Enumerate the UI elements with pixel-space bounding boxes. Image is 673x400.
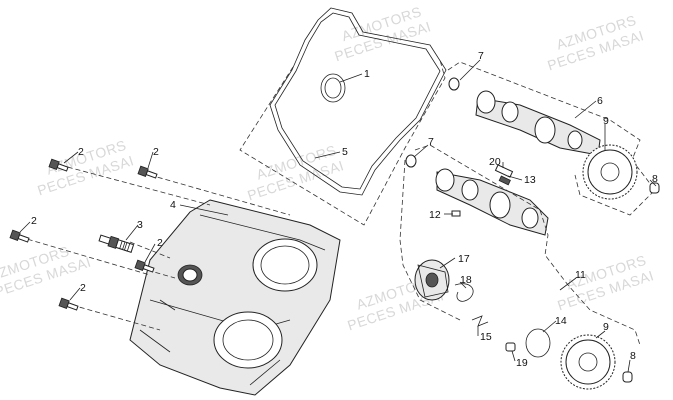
dowel-pin-upper xyxy=(649,182,660,194)
callout-8: 8 xyxy=(630,350,636,362)
spark-plug xyxy=(98,234,135,253)
callout-9: 9 xyxy=(603,115,609,127)
bolt-leader-dashes xyxy=(19,164,291,331)
callout-12: 12 xyxy=(429,209,441,221)
callout-9: 9 xyxy=(603,321,609,333)
lower-camshaft-group-outline-right xyxy=(414,144,641,346)
valve-cover-gasket xyxy=(269,7,447,196)
callout-4: 4 xyxy=(170,199,176,211)
callout-2: 2 xyxy=(157,237,163,249)
o-ring-seal xyxy=(320,73,346,103)
exhaust-camshaft xyxy=(475,90,601,156)
callout-20: 20 xyxy=(489,156,501,168)
dowel-pin-lower xyxy=(622,371,633,383)
decompressor-weight xyxy=(414,259,450,301)
callout-19: 19 xyxy=(516,357,528,369)
callout-3: 3 xyxy=(137,219,143,231)
spring-clip xyxy=(471,315,489,327)
gasket-group-outline xyxy=(239,59,446,226)
circlip xyxy=(525,328,551,358)
valve-cover xyxy=(129,199,341,396)
callouts: 1 2 2 2 2 2 3 4 5 6 7 7 8 8 9 9 11 12 13… xyxy=(31,50,658,369)
washer-upper xyxy=(448,77,460,91)
callout-2: 2 xyxy=(31,215,37,227)
decompressor-shaft xyxy=(494,164,514,186)
callout-18: 18 xyxy=(460,274,472,286)
callout-6: 6 xyxy=(597,95,603,107)
intake-camshaft xyxy=(435,168,549,236)
callout-5: 5 xyxy=(342,146,348,158)
callout-2: 2 xyxy=(78,146,84,158)
bolts xyxy=(9,158,158,311)
callout-7: 7 xyxy=(478,50,484,62)
callout-13: 13 xyxy=(524,174,536,186)
decompressor-spring xyxy=(454,283,474,302)
callout-17: 17 xyxy=(458,253,470,265)
callout-15: 15 xyxy=(480,331,492,343)
leader-lines xyxy=(19,59,657,373)
callout-2: 2 xyxy=(80,282,86,294)
callout-1: 1 xyxy=(364,68,370,80)
washer-lower xyxy=(405,154,417,168)
callout-7: 7 xyxy=(428,136,434,148)
small-pin xyxy=(505,342,516,352)
cam-sprocket-lower xyxy=(560,334,616,390)
callout-8: 8 xyxy=(652,173,658,185)
cam-sprocket-upper xyxy=(582,144,638,200)
lower-camshaft-group-outline xyxy=(399,159,461,321)
callout-14: 14 xyxy=(555,315,567,327)
callout-11: 11 xyxy=(575,269,586,281)
decompressor-pin xyxy=(451,210,461,217)
callout-2: 2 xyxy=(153,146,159,158)
